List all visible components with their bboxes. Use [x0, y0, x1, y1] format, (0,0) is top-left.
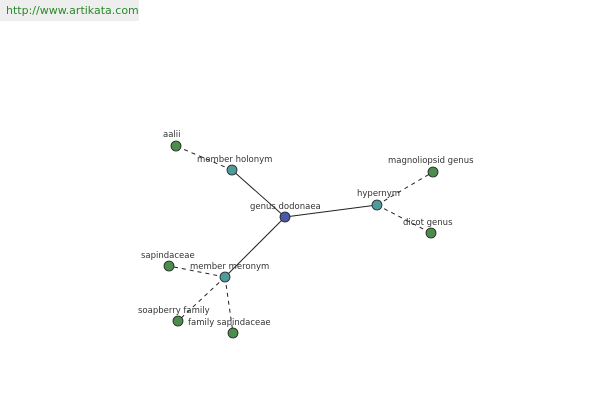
label-genus-dodonaea[interactable]: genus dodonaea [250, 202, 321, 212]
label-sapindaceae[interactable]: sapindaceae [141, 251, 195, 261]
edge-meronym-family-sapindaceae [224, 276, 234, 334]
url-link[interactable]: http://www.artikata.com [6, 4, 139, 17]
edge-holonym-aalii [175, 145, 233, 171]
node-soapberry-family[interactable] [172, 315, 184, 327]
node-dicot-genus[interactable] [425, 227, 437, 239]
node-magnoliopsid-genus[interactable] [427, 166, 439, 178]
edge-hypernym-magnoliopsid [376, 171, 434, 206]
label-magnoliopsid-genus[interactable]: magnoliopsid genus [388, 156, 474, 166]
label-aalii[interactable]: aalii [163, 130, 181, 140]
label-member-holonym[interactable]: member holonym [197, 155, 272, 165]
url-bar: http://www.artikata.com [0, 0, 139, 21]
label-soapberry-family[interactable]: soapberry family [138, 306, 210, 316]
node-member-holonym[interactable] [226, 164, 238, 176]
edge-hypernym-dicot [376, 204, 432, 234]
node-hypernym[interactable] [371, 199, 383, 211]
node-member-meronym[interactable] [219, 271, 231, 283]
label-member-meronym[interactable]: member meronym [190, 262, 269, 272]
label-dicot-genus[interactable]: dicot genus [403, 218, 453, 228]
node-genus-dodonaea[interactable] [279, 211, 291, 223]
edge-meronym-soapberry [177, 276, 226, 322]
node-sapindaceae[interactable] [163, 260, 175, 272]
label-family-sapindaceae[interactable]: family sapindaceae [188, 318, 271, 328]
label-hypernym[interactable]: hypernym [357, 189, 400, 199]
node-aalii[interactable] [170, 140, 182, 152]
edge-meronym-sapindaceae [168, 265, 226, 278]
edge-center-hypernym [284, 204, 378, 218]
edge-center-member-meronym [224, 216, 286, 278]
edge-center-member-holonym [231, 169, 286, 218]
node-family-sapindaceae[interactable] [227, 327, 239, 339]
